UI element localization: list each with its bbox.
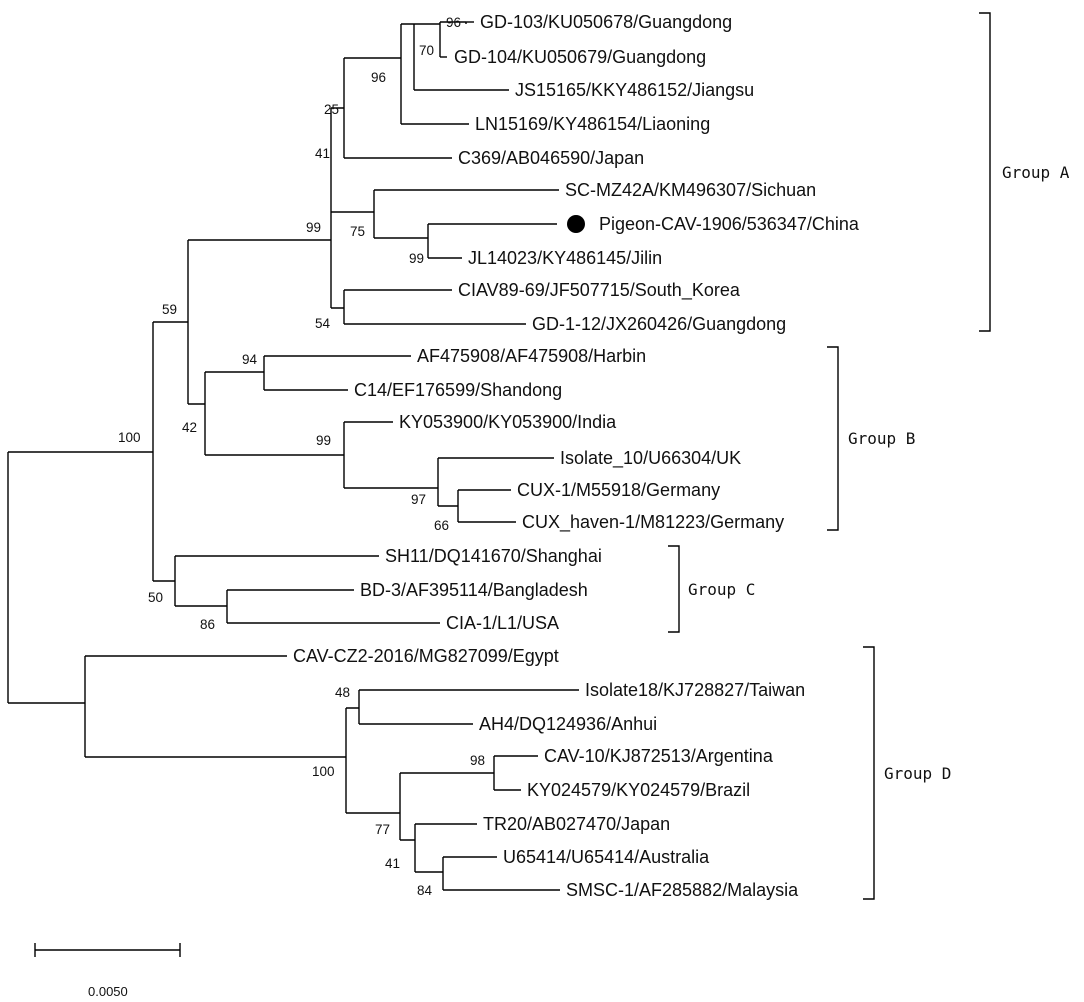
taxon-label: GD-103/KU050678/Guangdong — [480, 12, 732, 32]
branch-node-97 — [344, 458, 439, 506]
taxon-label: SH11/DQ141670/Shanghai — [385, 546, 602, 566]
taxon-label: KY053900/KY053900/India — [399, 412, 617, 432]
branch-node-94 — [205, 356, 265, 390]
group-d-label: Group D — [884, 764, 951, 783]
bracket-group-c — [668, 545, 680, 633]
taxon-label: SC-MZ42A/KM496307/Sichuan — [565, 180, 816, 200]
bracket-group-a — [979, 12, 991, 332]
branch-node-75 — [331, 190, 375, 238]
branch-node-84 — [415, 857, 444, 890]
taxon-label: CUX-1/M55918/Germany — [517, 480, 720, 500]
support-value: 94 — [242, 352, 258, 367]
taxon-label: Isolate_10/U66304/UK — [560, 448, 741, 469]
taxon-label: AF475908/AF475908/Harbin — [417, 346, 646, 366]
branch-node-99b — [374, 224, 429, 258]
branch-group-c — [153, 556, 176, 606]
support-value: 100 — [312, 764, 335, 779]
branch-node-66 — [438, 490, 459, 522]
support-value: 96 — [446, 15, 461, 30]
taxon-label: Pigeon-CAV-1906/536347/China — [599, 214, 860, 234]
branch-node-96b — [401, 23, 415, 90]
taxon-label: AH4/DQ124936/Anhui — [479, 714, 657, 734]
support-value: 99 — [409, 251, 424, 266]
support-value: 98 — [470, 753, 485, 768]
support-value: 41 — [315, 146, 330, 161]
group-c-label: Group C — [688, 580, 755, 599]
support-value: 25 — [324, 102, 339, 117]
taxon-label: KY024579/KY024579/Brazil — [527, 780, 750, 800]
branch-node-48 — [346, 690, 360, 724]
support-value: 77 — [375, 822, 390, 837]
taxon-label: CIAV89-69/JF507715/South_Korea — [458, 280, 741, 301]
bracket-group-d — [863, 646, 875, 900]
scale-bar-line — [34, 943, 181, 957]
taxon-label: LN15169/KY486154/Liaoning — [475, 114, 710, 134]
branch-node-86 — [175, 590, 228, 623]
branch-group-a — [188, 108, 332, 308]
support-value: 66 — [434, 518, 449, 533]
branch-node-77 — [346, 773, 401, 840]
support-value: 41 — [385, 856, 400, 871]
branch-node-99c — [205, 422, 345, 488]
support-value: 99 — [306, 220, 321, 235]
taxon-label: GD-104/KU050679/Guangdong — [454, 47, 706, 67]
taxon-label: SMSC-1/AF285882/Malaysia — [566, 880, 799, 900]
support-value: 96 — [371, 70, 386, 85]
scale-bar-label: 0.0050 — [88, 984, 128, 999]
taxon-label: CIA-1/L1/USA — [446, 613, 559, 633]
taxon-label: JS15165/KKY486152/Jiangsu — [515, 80, 754, 100]
scale-bar: 0.0050 — [34, 943, 181, 999]
branch-node-41a — [331, 58, 345, 158]
taxon-label: CUX_haven-1/M81223/Germany — [522, 512, 784, 533]
group-brackets: Group A Group B Group C Group D — [668, 12, 1070, 900]
group-b-label: Group B — [848, 429, 915, 448]
leaf-labels: GD-103/KU050678/Guangdong GD-104/KU05067… — [293, 12, 860, 900]
branch-node-41b — [400, 824, 416, 872]
branch-node-100b — [85, 708, 347, 813]
support-value: 48 — [335, 685, 350, 700]
taxon-label: C14/EF176599/Shandong — [354, 380, 562, 400]
taxon-label: CAV-CZ2-2016/MG827099/Egypt — [293, 646, 559, 666]
support-value: 75 — [350, 224, 365, 239]
support-value: 84 — [417, 883, 433, 898]
branch-node-25 — [344, 24, 402, 124]
support-value: 50 — [148, 590, 163, 605]
support-value: 70 — [419, 43, 434, 58]
support-values: 96 70 96 25 41 99 75 99 54 59 94 42 99 9… — [118, 15, 485, 898]
support-value: 42 — [182, 420, 197, 435]
support-value: 86 — [200, 617, 215, 632]
support-value: 54 — [315, 316, 331, 331]
taxon-label: TR20/AB027470/Japan — [483, 814, 670, 834]
support-value: 97 — [411, 492, 426, 507]
branch-group-d — [8, 656, 86, 757]
group-a-label: Group A — [1002, 163, 1070, 182]
taxon-label: Isolate18/KJ728827/Taiwan — [585, 680, 805, 700]
taxon-label: GD-1-12/JX260426/Guangdong — [532, 314, 786, 334]
taxon-label: JL14023/KY486145/Jilin — [468, 248, 662, 268]
bracket-group-b — [827, 346, 839, 531]
taxon-label: CAV-10/KJ872513/Argentina — [544, 746, 774, 766]
support-value: 99 — [316, 433, 331, 448]
branch-node-98 — [400, 756, 495, 790]
branch-ab — [153, 240, 189, 404]
support-value: 100 — [118, 430, 141, 445]
tree-branches — [7, 21, 579, 891]
branch-group-b — [188, 372, 206, 455]
taxon-label: BD-3/AF395114/Bangladesh — [360, 580, 588, 600]
branch-node-70 — [414, 22, 441, 57]
branch-abc — [8, 322, 154, 581]
taxon-label: C369/AB046590/Japan — [458, 148, 644, 168]
taxon-label: U65414/U65414/Australia — [503, 847, 710, 867]
branch-node-54 — [331, 290, 345, 324]
support-value: 59 — [162, 302, 177, 317]
sample-marker-dot — [567, 215, 585, 233]
